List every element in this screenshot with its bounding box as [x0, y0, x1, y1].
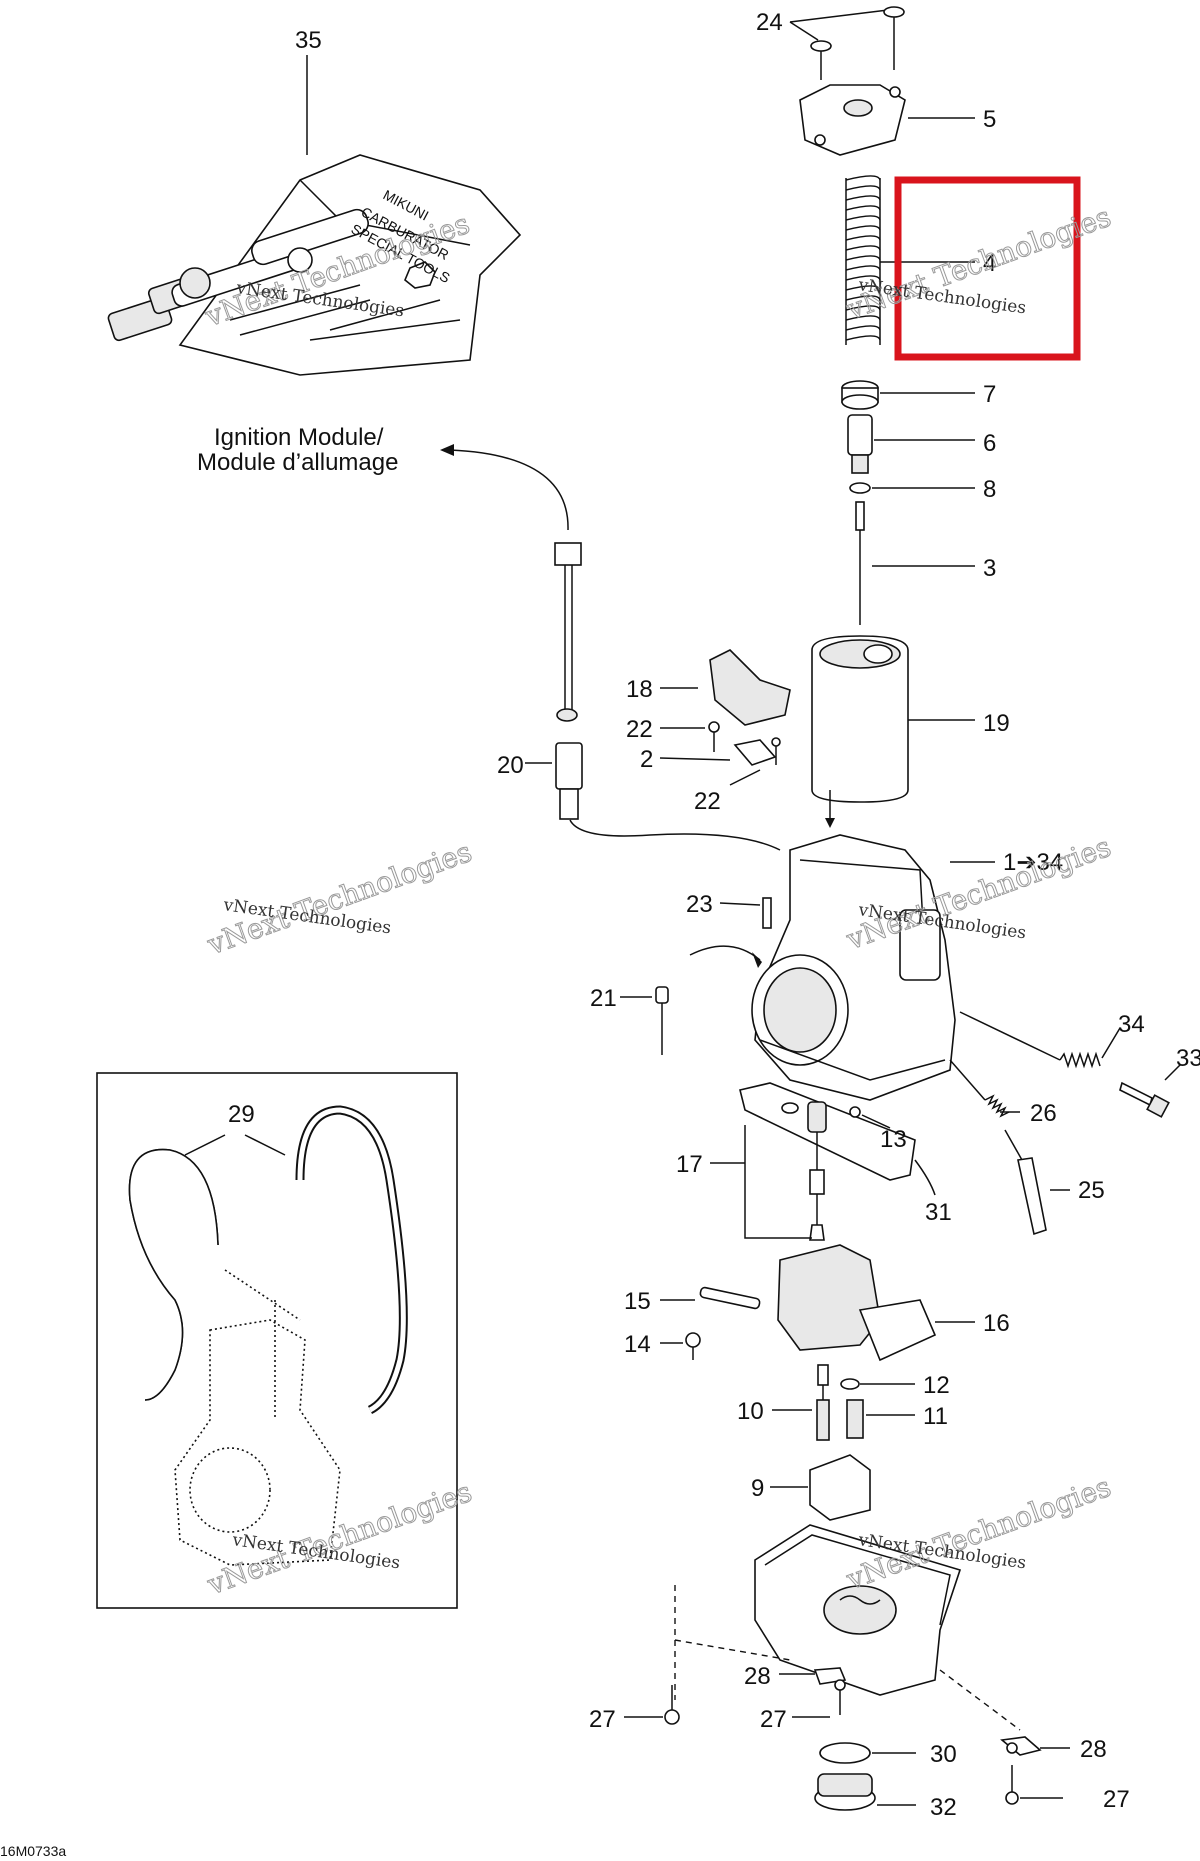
callout-18: 18 — [626, 676, 653, 703]
callout-16: 16 — [983, 1310, 1010, 1337]
baffle-9 — [770, 1454, 871, 1521]
ignition-module-connector — [440, 444, 781, 851]
callout-35: 35 — [295, 27, 322, 54]
callout-22-lower: 22 — [694, 788, 721, 815]
callout-31: 31 — [925, 1199, 952, 1226]
spring-26-screw-25 — [949, 1059, 1070, 1236]
callout-29: 29 — [228, 1101, 255, 1128]
throttle-valve — [811, 635, 975, 828]
callout-19: 19 — [983, 710, 1010, 737]
screws-24 — [789, 6, 905, 80]
callout-21: 21 — [590, 985, 617, 1012]
needle-clip — [849, 482, 975, 494]
callout-2: 2 — [640, 746, 653, 773]
needle-holder — [847, 414, 975, 474]
callout-8: 8 — [983, 476, 996, 503]
callout-27-left: 27 — [589, 1706, 616, 1733]
ignition-label-line1: Ignition Module/ — [214, 424, 384, 451]
callout-25: 25 — [1078, 1177, 1105, 1204]
callout-30: 30 — [930, 1741, 957, 1768]
callout-13: 13 — [880, 1126, 907, 1153]
callout-22-upper: 22 — [626, 716, 653, 743]
callout-6: 6 — [983, 430, 996, 457]
callout-24: 24 — [756, 9, 783, 36]
callout-28-left: 28 — [744, 1663, 771, 1690]
part-21 — [620, 945, 762, 1055]
drain-hardware — [624, 1667, 1070, 1811]
needle-jet-17 — [710, 1101, 827, 1241]
callout-11: 11 — [923, 1403, 948, 1430]
float-pin-15-screw-14 — [660, 1286, 761, 1360]
callout-14: 14 — [624, 1331, 651, 1358]
callout-10: 10 — [737, 1398, 764, 1425]
gasket-31 — [739, 1082, 936, 1196]
mixing-chamber-cap — [799, 84, 975, 156]
callout-9: 9 — [751, 1475, 764, 1502]
callout-17: 17 — [676, 1151, 703, 1178]
callout-1: 1➔34 — [1003, 849, 1063, 876]
spring-seat — [841, 380, 975, 410]
callout-33: 33 — [1176, 1045, 1200, 1072]
screws-22-and-plate-2 — [659, 721, 781, 786]
callout-15: 15 — [624, 1288, 651, 1315]
jet-needle — [855, 501, 975, 625]
callout-28-right: 28 — [1080, 1736, 1107, 1763]
callout-4: 4 — [983, 250, 996, 277]
throttle-valve-spring — [845, 175, 975, 345]
throttle-cable-bracket — [660, 649, 791, 726]
figure-code: 16M0733a — [0, 1843, 66, 1859]
callout-12: 12 — [923, 1372, 950, 1399]
jets-10-11-12 — [772, 1364, 915, 1441]
vent-hose-inset — [96, 1072, 458, 1609]
callout-20: 20 — [497, 752, 524, 779]
ignition-label-line2: Module d’allumage — [197, 449, 398, 476]
callout-34: 34 — [1118, 1011, 1145, 1038]
float-16 — [777, 1244, 975, 1362]
callout-27-right: 27 — [1103, 1786, 1130, 1813]
highlight-box — [894, 176, 1081, 361]
special-tools-kit: MIKUNI CARBURATOR SPECIAL TOOLS — [107, 55, 522, 376]
callout-7: 7 — [983, 381, 996, 408]
float-bowl — [674, 1524, 1021, 1731]
callout-5: 5 — [983, 106, 996, 133]
carburetor-body — [751, 834, 995, 1101]
part-23 — [719, 897, 772, 929]
callout-3: 3 — [983, 555, 996, 582]
callout-23: 23 — [686, 891, 713, 918]
callout-32: 32 — [930, 1794, 957, 1821]
callout-26: 26 — [1030, 1100, 1057, 1127]
spring-34-screw-33 — [959, 1011, 1181, 1118]
callout-27-middle: 27 — [760, 1706, 787, 1733]
